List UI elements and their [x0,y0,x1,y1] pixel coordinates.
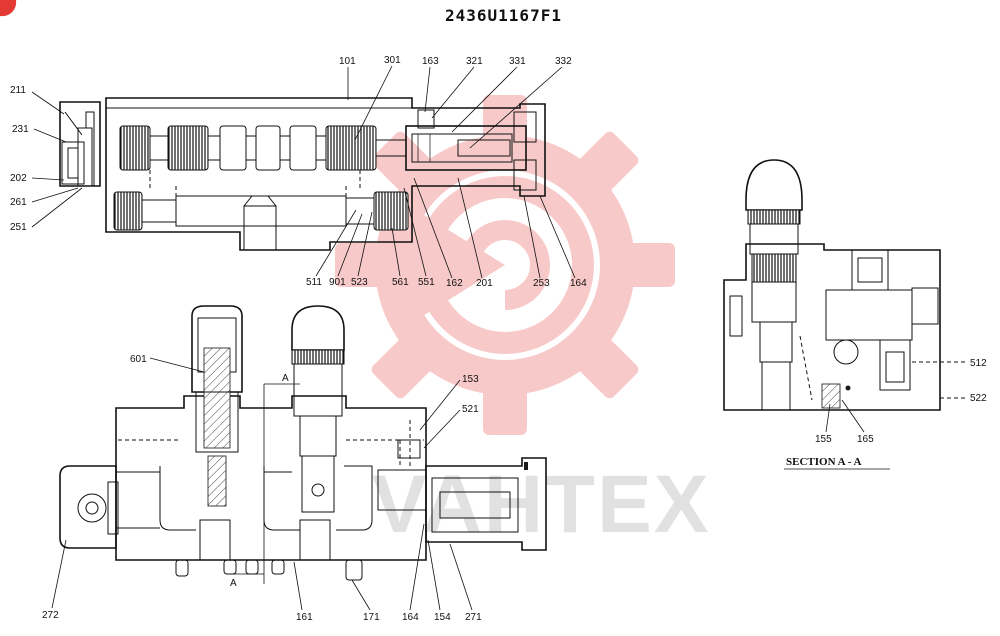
section-marker-top: A [282,373,289,384]
part-label-271: 271 [465,612,482,623]
part-label-164-bottom: 164 [402,612,419,623]
part-label-561: 561 [392,277,409,288]
part-label-521: 521 [462,404,479,415]
part-label-101: 101 [339,56,356,67]
part-label-512: 512 [970,358,987,369]
part-label-511: 511 [306,277,322,288]
part-label-201: 201 [476,278,493,289]
section-a-a-view: 512 522 155 165 SECTION A - A [723,159,987,470]
drawing-number: 2436U1167F1 [445,6,562,25]
section-caption: SECTION A - A [786,456,862,468]
part-label-601: 601 [130,354,147,365]
part-label-522: 522 [970,393,987,404]
watermark-gear-logo [335,95,675,435]
part-label-251: 251 [10,222,27,233]
part-label-523: 523 [351,277,368,288]
part-label-171: 171 [363,612,380,623]
front-view: A A 601 153 521 272 161 171 164 154 271 [42,305,547,623]
part-label-164-top: 164 [570,278,587,289]
part-label-901: 901 [329,277,346,288]
corner-badge-icon [0,0,17,17]
part-label-231: 231 [12,124,29,135]
part-label-161: 161 [296,612,313,623]
part-label-321: 321 [466,56,483,67]
part-label-165: 165 [857,434,874,445]
part-label-162: 162 [446,278,463,289]
part-label-551: 551 [418,277,435,288]
part-label-163: 163 [422,56,439,67]
part-label-154: 154 [434,612,451,623]
top-section-view: 101 301 163 321 331 332 211 231 202 261 … [10,55,587,289]
part-label-155: 155 [815,434,832,445]
part-label-331: 331 [509,56,526,67]
watermark-text: VAHTEX [372,459,711,550]
part-label-153: 153 [462,374,479,385]
part-label-301: 301 [384,55,401,66]
part-label-272: 272 [42,610,59,621]
section-marker-bottom: A [230,578,237,589]
part-label-261: 261 [10,197,27,208]
part-label-253: 253 [533,278,550,289]
part-label-211: 211 [10,85,26,96]
part-label-332: 332 [555,56,572,67]
part-label-202: 202 [10,173,27,184]
